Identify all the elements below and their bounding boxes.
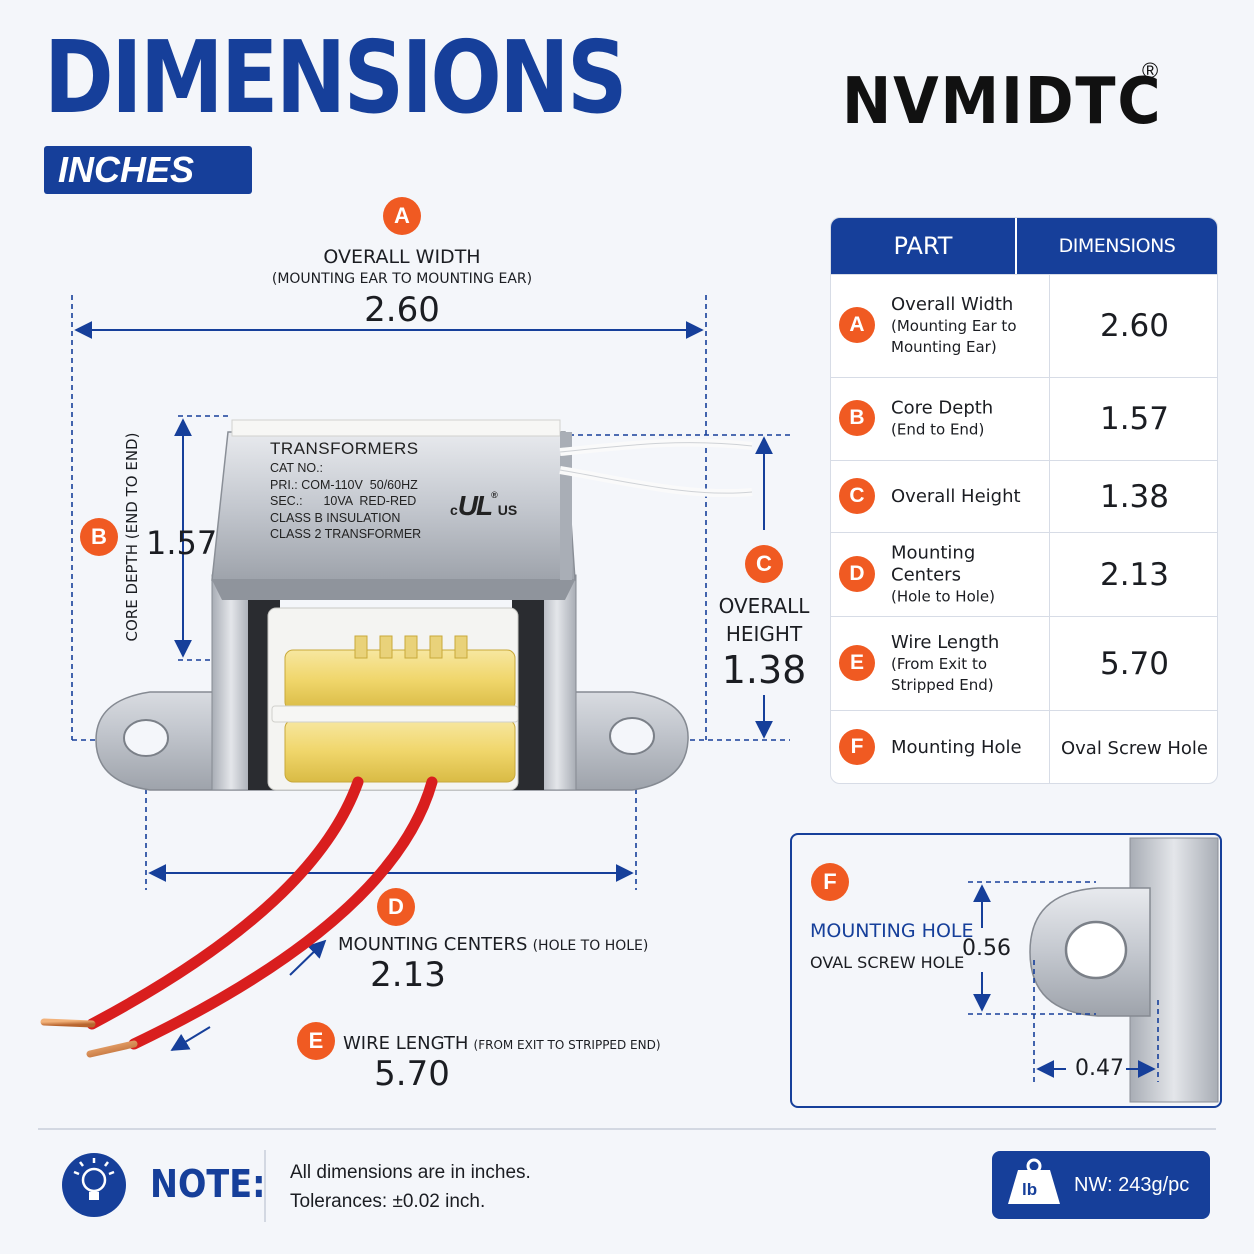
plate-primary: PRI.: COM-110V 50/60HZ [270, 477, 418, 492]
note-label: NOTE: [150, 1162, 266, 1206]
dim-d-badge: D [377, 888, 415, 926]
hole-width-value: 0.47 [1075, 1056, 1124, 1081]
row-part-name: Overall Height [891, 485, 1021, 507]
row-value: 5.70 [1049, 617, 1217, 710]
right-mount-hole [609, 717, 655, 755]
unit-badge: INCHES [44, 146, 252, 194]
label-plate: TRANSFORMERS CAT NO.: PRI.: COM-110V 50/… [270, 438, 421, 543]
weight-icon [1008, 1158, 1060, 1204]
row-badge: D [839, 555, 875, 592]
transformer-body [95, 419, 753, 791]
dim-e-line-down [170, 1026, 211, 1051]
row-value: Oval Screw Hole [1049, 711, 1217, 783]
footer-divider [38, 1128, 1216, 1130]
weight-icon-label: lb [1022, 1180, 1038, 1199]
dim-c-value: 1.38 [721, 648, 807, 692]
dim-e-line-up [289, 939, 327, 976]
plate-secondary: SEC.: 10VA RED-RED [270, 494, 417, 508]
dim-c-label-1: OVERALL [718, 594, 810, 618]
dimension-arrows [74, 321, 773, 1051]
row-badge: B [839, 400, 875, 436]
plate-title: TRANSFORMERS [270, 439, 419, 458]
page-title: DIMENSIONS [44, 19, 628, 136]
row-badge: C [839, 477, 875, 514]
hole-inset-drawing [968, 837, 1219, 1103]
net-weight: NW: 243g/pc [1074, 1174, 1190, 1196]
hole-badge: F [811, 863, 849, 901]
dimensions-table: PART DIMENSIONS (INCHES) A Overall Width… [830, 217, 1218, 784]
table-row: C Overall Height 1.38 [831, 460, 1217, 532]
dim-d-label-row: MOUNTING CENTERS (HOLE TO HOLE) [338, 934, 648, 955]
row-part-detail: (From Exit to Stripped End) [891, 654, 994, 694]
dim-e-label-row: WIRE LENGTH (FROM EXIT TO STRIPPED END) [343, 1033, 661, 1054]
row-value: 2.60 [1049, 275, 1217, 377]
dim-e-label: WIRE LENGTH [343, 1033, 469, 1054]
row-value: 1.57 [1049, 378, 1217, 460]
lightbulb-icon [62, 1153, 126, 1217]
table-row: D Mounting Centers (Hole to Hole) 2.13 [831, 532, 1217, 616]
brand-logo: NVMIDTC [842, 65, 1163, 139]
ul-certification-mark: cUL®US [450, 490, 518, 521]
hole-height-value: 0.56 [962, 936, 1011, 961]
lower-coil [284, 719, 516, 783]
table-row: E Wire Length(From Exit to Stripped End)… [831, 616, 1217, 710]
row-value: 2.13 [1049, 533, 1217, 616]
dim-a-badge: A [383, 197, 421, 235]
row-badge: A [839, 307, 875, 343]
row-part-name: Mounting Hole [891, 737, 1022, 758]
left-mount-hole [123, 719, 169, 757]
col-header-part: PART [831, 218, 1017, 274]
dim-a-sublabel: (MOUNTING EAR TO MOUNTING EAR) [271, 271, 533, 287]
mounting-hole-panel [790, 833, 1222, 1108]
dim-d-value: 2.13 [370, 955, 446, 995]
hole-subtitle: OVAL SCREW HOLE [810, 953, 965, 972]
registered-mark: ® [1142, 58, 1159, 83]
note-line-1: All dimensions are in inches. [290, 1162, 531, 1183]
red-lead-wires [40, 776, 438, 1058]
plate-class: CLASS 2 TRANSFORMER [270, 527, 422, 541]
dim-e-badge: E [297, 1022, 335, 1060]
dim-d-sublabel: (HOLE TO HOLE) [532, 938, 649, 954]
dim-b-value: 1.57 [146, 524, 218, 562]
plate-insulation: CLASS B INSULATION [270, 510, 401, 525]
row-badge: F [839, 729, 875, 765]
row-part-detail: (End to End) [891, 420, 985, 439]
row-part-name: Mounting Centers [891, 542, 976, 585]
plate-cat-no: CAT NO.: [270, 461, 324, 475]
hole-title: MOUNTING HOLE [810, 920, 974, 942]
table-header: PART DIMENSIONS (INCHES) [831, 218, 1217, 313]
dim-e-value: 5.70 [374, 1054, 450, 1094]
row-part-name: Wire Length [891, 631, 1000, 653]
note-text: All dimensions are in inches. Tolerances… [290, 1158, 531, 1216]
row-value: 1.38 [1049, 461, 1217, 532]
row-part-name: Overall Width [891, 294, 1014, 315]
row-badge: E [839, 644, 875, 681]
table-row: B Core Depth(End to End) 1.57 [831, 377, 1217, 460]
dim-d-label: MOUNTING CENTERS [338, 934, 528, 955]
table-row: F Mounting Hole Oval Screw Hole [831, 710, 1217, 783]
row-part-detail: (Mounting Ear to Mounting Ear) [891, 317, 1017, 356]
upper-coil [284, 649, 516, 711]
table-row: A Overall Width(Mounting Ear to Mounting… [831, 274, 1217, 377]
dim-b-badge: B [80, 518, 118, 556]
dim-e-sublabel: (FROM EXIT TO STRIPPED END) [473, 1038, 661, 1052]
dim-c-label-2: HEIGHT [725, 622, 803, 646]
col-header-dimensions: DIMENSIONS (INCHES) [1058, 235, 1176, 313]
note-divider [264, 1150, 266, 1222]
row-part-detail: (Hole to Hole) [891, 587, 996, 605]
row-part-name: Core Depth [891, 397, 994, 419]
extension-lines [71, 295, 790, 890]
dim-b-label: CORE DEPTH (END TO END) [123, 432, 141, 642]
dim-c-badge: C [745, 545, 783, 583]
dim-a-label: OVERALL WIDTH [323, 246, 481, 268]
dim-a-value: 2.60 [364, 290, 440, 330]
note-line-2: Tolerances: ±0.02 inch. [290, 1191, 486, 1212]
